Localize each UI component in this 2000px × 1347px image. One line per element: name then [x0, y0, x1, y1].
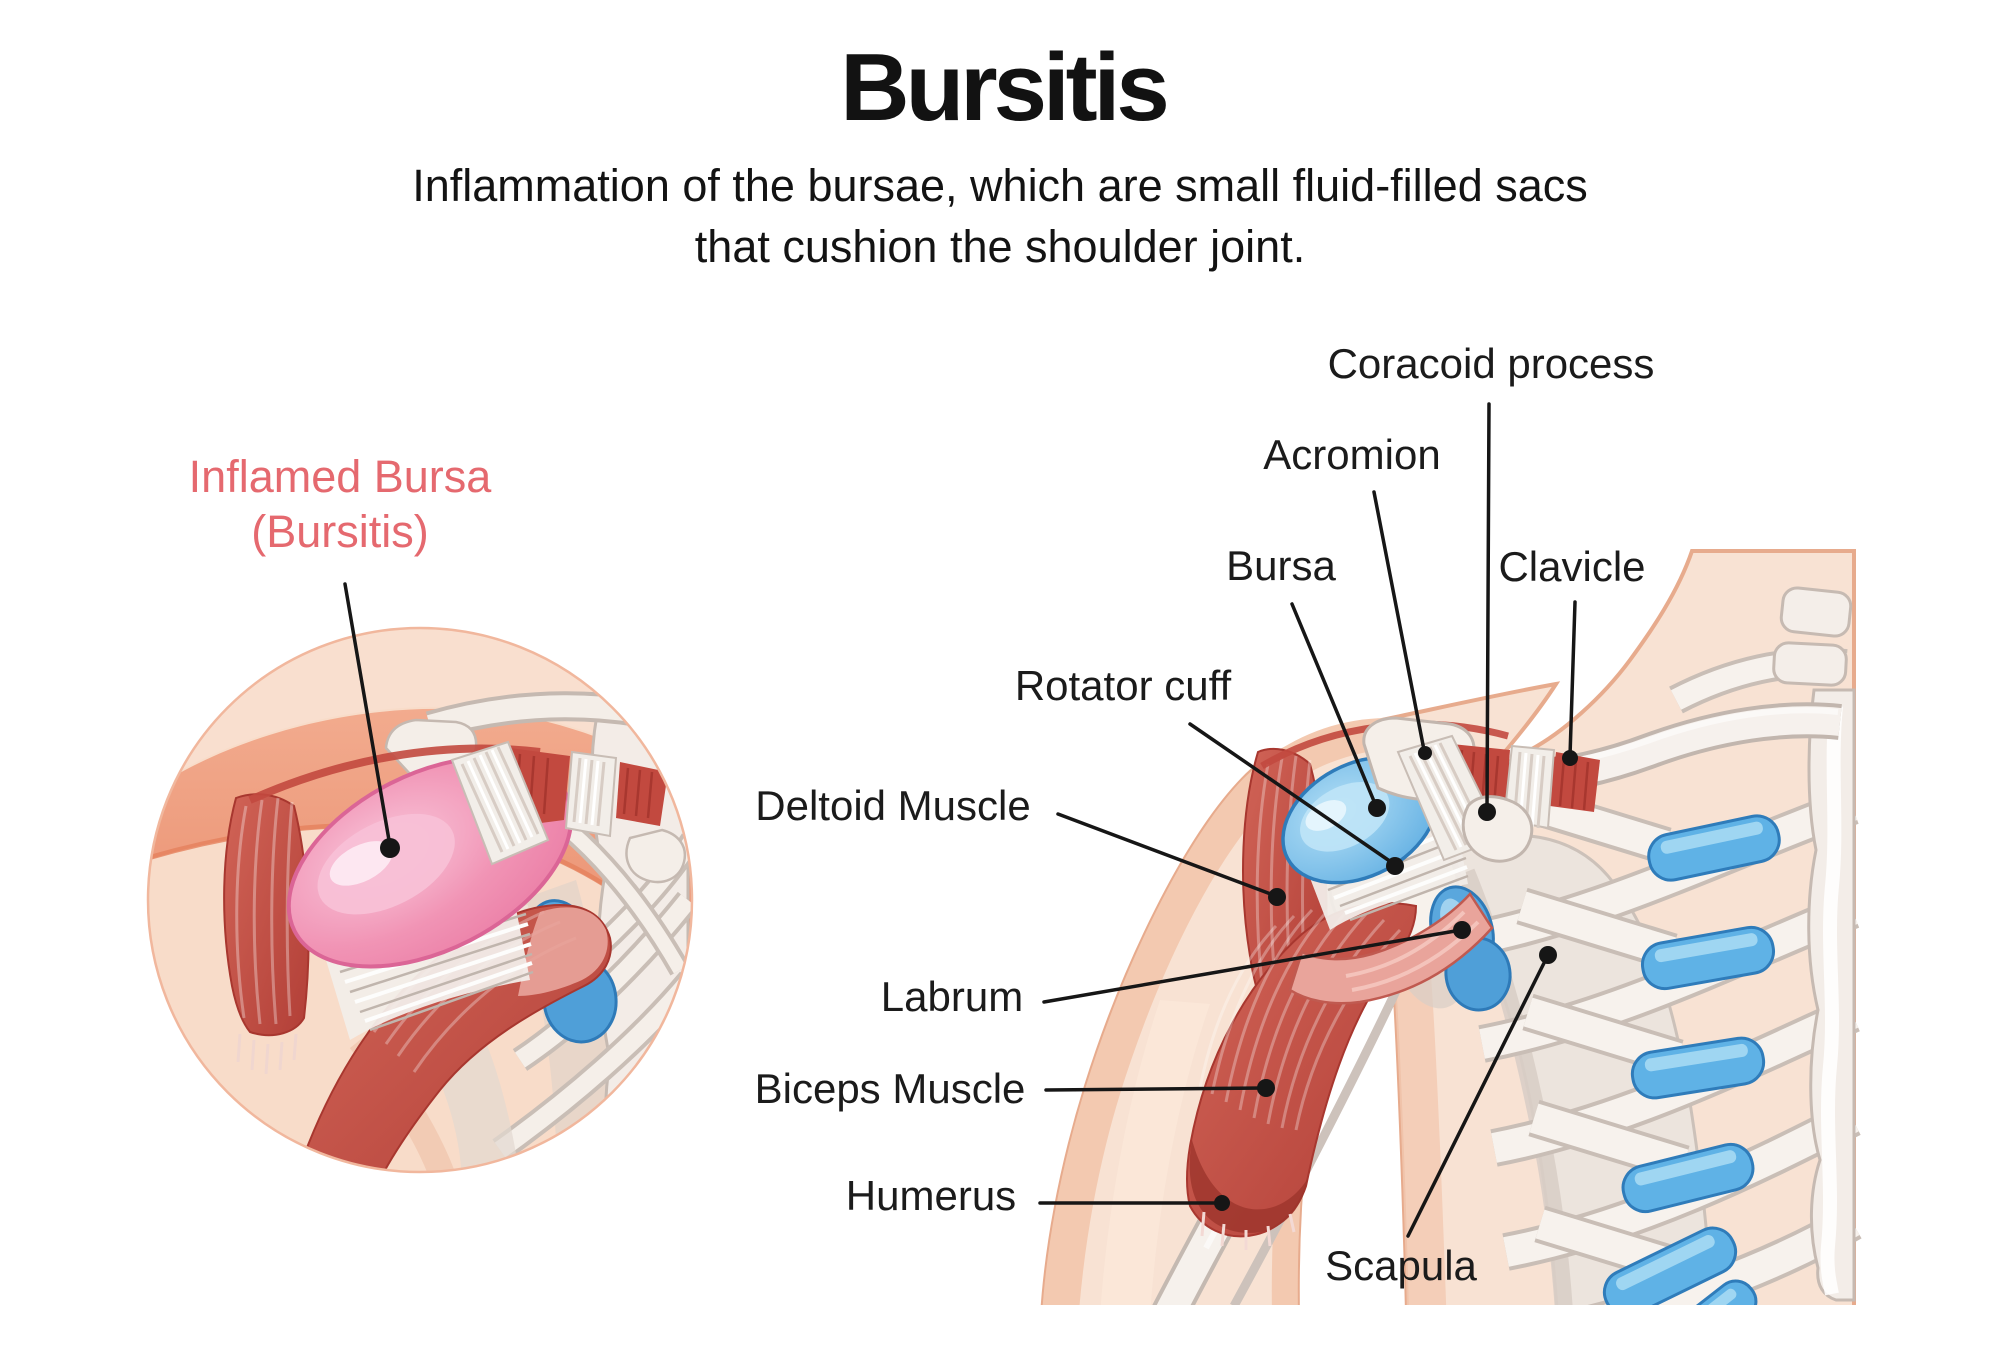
label-biceps-muscle: Biceps Muscle [754, 1065, 1026, 1112]
inset-circle-illustration [148, 628, 692, 1172]
leader-line-labrum [1042, 928, 1463, 1004]
leader-dot-inflamed-bursa [380, 838, 400, 858]
arm-highlight [1100, 1000, 1210, 1316]
subtitle-line-2: that cushion the shoulder joint. [694, 221, 1306, 272]
label-bursa: Bursa [1226, 542, 1336, 589]
page-title: Bursitis [840, 34, 1169, 141]
inset-skin-upper [148, 628, 692, 793]
bottom-crop [1020, 1305, 2000, 1347]
leader-line-coracoid-process [1485, 402, 1491, 812]
leader-line-rotator-cuff [1188, 722, 1396, 866]
leader-lines [343, 402, 1577, 1238]
coracoid-process-bone [1461, 795, 1534, 863]
inset-label-line-1: Inflamed Bursa [188, 451, 492, 502]
inset-label-line-2: (Bursitis) [251, 506, 429, 557]
label-deltoid-muscle: Deltoid Muscle [755, 782, 1031, 829]
arm-outer-shade [1042, 718, 1404, 1347]
inset-ligaments [450, 740, 668, 866]
leader-dot-coracoid-process [1478, 803, 1496, 821]
leader-line-inflamed-bursa [343, 582, 392, 848]
leader-dot-rotator-cuff [1386, 857, 1404, 875]
label-coracoid-process: Coracoid process [1327, 340, 1655, 387]
leader-dot-acromion [1418, 746, 1432, 760]
label-labrum: Labrum [880, 973, 1024, 1020]
subtitle-line-1: Inflammation of the bursae, which are sm… [412, 160, 1588, 211]
leader-line-deltoid-muscle [1056, 812, 1278, 898]
inset-circle-rim [146, 626, 694, 1174]
leader-dot-bursa [1368, 799, 1386, 817]
sternum-bone [1772, 586, 1856, 1302]
leader-line-acromion [1372, 490, 1426, 752]
leader-dot-scapula [1539, 946, 1557, 964]
leader-line-clavicle [1568, 600, 1577, 758]
leader-dot-labrum [1453, 921, 1471, 939]
leader-dot-biceps-muscle [1257, 1079, 1275, 1097]
leader-dot-deltoid-muscle [1268, 888, 1286, 906]
label-scapula: Scapula [1325, 1242, 1477, 1289]
leader-dot-clavicle [1562, 750, 1578, 766]
leader-dot-humerus [1214, 1195, 1230, 1211]
main-illustration [1020, 549, 2000, 1347]
label-acromion: Acromion [1263, 431, 1441, 478]
label-rotator-cuff: Rotator cuff [1014, 662, 1232, 709]
leader-line-scapula [1406, 955, 1549, 1238]
leader-line-bursa [1290, 602, 1378, 808]
leader-line-biceps-muscle [1044, 1086, 1267, 1092]
label-humerus: Humerus [845, 1172, 1017, 1219]
label-clavicle: Clavicle [1498, 543, 1646, 590]
inset-deltoid-muscle [223, 793, 310, 1075]
leader-dots [380, 746, 1578, 1211]
